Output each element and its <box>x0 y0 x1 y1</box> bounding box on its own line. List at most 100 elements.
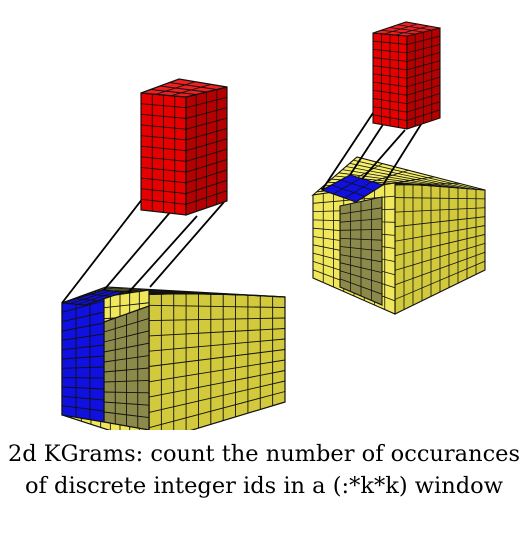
left-output-right-gridline <box>185 138 228 152</box>
left-output-top-gridline <box>169 82 217 90</box>
right-shadow-gridline <box>339 207 383 215</box>
right-input-right-gridline <box>394 197 486 200</box>
right-input-right-face <box>394 182 486 315</box>
right-output-right-gridline <box>406 68 441 79</box>
right-shadow-gridline <box>339 262 383 273</box>
right-output-right-gridline <box>406 76 441 88</box>
right-shadow-gridline <box>339 254 383 263</box>
right-input-right-gridline <box>394 225 486 242</box>
right-input-right-gridline <box>394 216 486 228</box>
right-output-right-gridline <box>406 43 441 54</box>
right-output-right-gridline <box>406 93 441 105</box>
left-input-right-fill <box>148 289 286 430</box>
right-shadow-gridline <box>339 270 383 284</box>
left-input-right-gridline <box>148 338 286 352</box>
left-shadow-gridline <box>103 330 150 343</box>
left-blue-gridline <box>61 300 105 313</box>
left-output-right-gridline <box>185 159 228 173</box>
right-input-top-gridline <box>345 166 463 189</box>
left-output-right-gridline <box>185 148 228 162</box>
left-input-right-gridline <box>148 349 286 367</box>
right-input-top-gridline <box>338 172 448 188</box>
right-projection-line <box>361 129 406 180</box>
left-output-right-gridline <box>185 169 228 184</box>
left-output-top-gridline <box>155 81 196 95</box>
right-projection-line <box>321 109 376 191</box>
left-output-right-face <box>185 86 228 216</box>
left-input-right-gridline <box>148 370 286 398</box>
left-input-right-gridline <box>148 359 286 383</box>
left-shadow-gridline <box>103 317 150 333</box>
right-output-right-gridline <box>406 109 441 121</box>
left-output-right-gridline <box>185 190 228 205</box>
right-output-front-gridline <box>372 57 408 62</box>
left-blue-top-gridline <box>69 290 111 305</box>
left-window-highlight <box>61 289 125 423</box>
left-output-right-gridline <box>185 107 228 119</box>
left-blue-top-gridline <box>77 290 118 305</box>
right-output-front-gridline <box>372 98 408 105</box>
left-output-front-gridline <box>140 198 187 205</box>
caption-line-1: 2d KGrams: count the number of occurance… <box>7 441 521 467</box>
left-output-top-face <box>140 78 228 98</box>
left-blue-gridline <box>61 344 105 351</box>
left-projection-line <box>61 197 144 304</box>
left-blue-gridline <box>61 405 105 412</box>
right-blue-top-gridline <box>344 181 373 199</box>
left-blue-top-gridline <box>75 298 99 302</box>
right-shadow-gridline <box>339 218 383 223</box>
left-input-top-gridline <box>131 292 250 296</box>
left-input-right-gridline <box>148 391 286 429</box>
right-projection-line <box>349 122 385 176</box>
right-output-front-gridline <box>372 81 408 88</box>
left-shadow-gridline <box>103 367 150 373</box>
left-blue-gridline <box>61 366 105 369</box>
left-shadow-gridline <box>103 379 150 383</box>
right-output-top-gridline <box>395 25 429 36</box>
left-output-right-gridline <box>185 117 228 130</box>
right-input-right-gridline <box>394 234 486 257</box>
right-output-top-gridline <box>384 23 418 35</box>
left-shadow-gridline <box>103 391 150 394</box>
left-window-shadow <box>103 305 150 430</box>
right-blue-top-gridline <box>331 184 366 197</box>
left-input-right-gridline <box>148 317 286 322</box>
right-output-right-gridline <box>406 60 441 71</box>
right-output-front-gridline <box>372 48 408 54</box>
left-projection-lines <box>61 197 225 304</box>
diagram-caption: 2d KGrams: count the number of occurance… <box>0 438 528 534</box>
left-output-right-gridline <box>185 96 228 109</box>
right-output-front-gridline <box>372 73 408 79</box>
left-shadow-gridline <box>103 411 150 419</box>
right-output-right-gridline <box>406 35 441 45</box>
left-shadow-gridline <box>103 342 150 353</box>
right-output-top-gridline <box>397 24 432 31</box>
right-output-top-face <box>372 21 441 37</box>
left-output-front-gridline <box>140 135 187 141</box>
right-input-top-gridline <box>342 169 456 189</box>
right-output-front-face <box>372 32 408 130</box>
left-blue-gridline <box>61 311 105 323</box>
right-shadow-gridline <box>339 246 383 252</box>
left-projection-line <box>127 215 198 294</box>
left-shadow-gridline <box>103 355 150 363</box>
left-output-top-gridline <box>150 89 197 95</box>
right-blue-top-gridline <box>333 177 362 195</box>
left-input-right-gridline <box>148 380 286 413</box>
right-input-top-gridline <box>349 162 471 190</box>
left-blue-gridline <box>61 395 105 401</box>
right-input-right-gridline <box>394 251 486 286</box>
right-output-front-gridline <box>372 40 408 45</box>
left-input-right-face <box>148 289 286 430</box>
left-blue-top-gridline <box>89 293 112 297</box>
right-blue-top-gridline <box>340 179 375 192</box>
right-output-front-gridline <box>372 114 408 121</box>
left-shadow-gridline <box>103 401 150 406</box>
right-input-right-gridline <box>394 207 486 213</box>
left-output-front-gridline <box>140 188 187 194</box>
left-projection-line <box>149 201 225 288</box>
left-output-front-gridline <box>140 113 187 119</box>
left-input-right-gridline <box>148 328 286 337</box>
left-output-front-gridline <box>140 103 187 109</box>
left-blue-gridline <box>61 333 105 341</box>
